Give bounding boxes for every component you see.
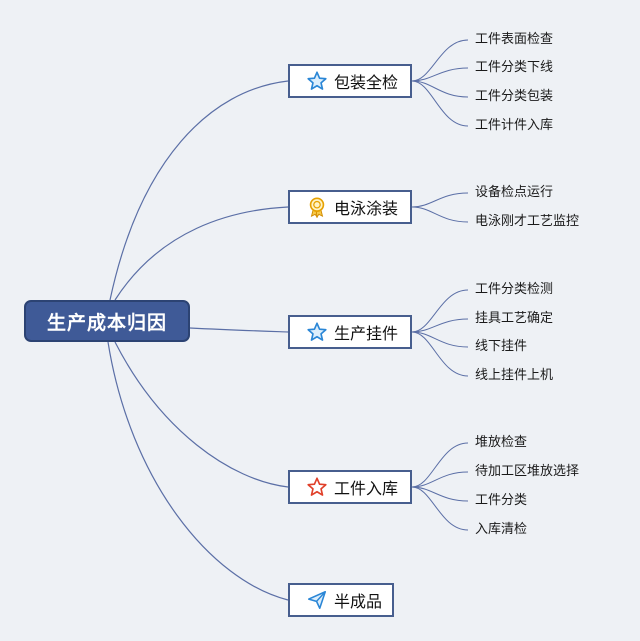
leaf-item[interactable]: 工件分类下线 [475, 60, 554, 75]
branch-node-packaging-inspection[interactable]: 包装全检 [288, 64, 412, 98]
leaf-item[interactable]: 线上挂件上机 [475, 368, 554, 383]
leaf-item[interactable]: 工件分类 [475, 493, 528, 508]
connector-b1-leaf-2 [411, 67, 469, 82]
star-outline-red-icon [306, 476, 328, 498]
connector-b1-leaf-1 [411, 39, 469, 82]
connector-b1-leaf-3 [411, 80, 469, 98]
leaf-item[interactable]: 入库清检 [475, 522, 528, 537]
leaf-item[interactable]: 挂具工艺确定 [475, 311, 554, 326]
leaf-item[interactable]: 电泳刚才工艺监控 [475, 214, 580, 229]
branch-node-electrophoresis-coating[interactable]: 电泳涂装 [288, 190, 412, 224]
branch-node-workpiece-storage[interactable]: 工件入库 [288, 470, 412, 504]
star-icon [306, 321, 328, 343]
leaf-item[interactable]: 线下挂件 [475, 339, 528, 354]
connector-b3-leaf-2 [411, 318, 469, 333]
connector-root-branch-4 [114, 341, 289, 488]
branch-label: 生产挂件 [334, 324, 399, 343]
connector-b4-leaf-2 [411, 471, 469, 488]
root-node[interactable]: 生产成本归因 [24, 300, 190, 342]
award-ribbon-icon [306, 196, 328, 218]
connector-b4-leaf-1 [411, 442, 469, 488]
branch-label: 包装全检 [334, 73, 399, 92]
connector-b2-leaf-1 [411, 192, 469, 208]
leaf-item[interactable]: 堆放检查 [475, 435, 528, 450]
leaf-item[interactable]: 工件计件入库 [475, 118, 554, 133]
star-icon [306, 70, 328, 92]
connector-b1-leaf-4 [411, 80, 469, 127]
connector-b2-leaf-2 [411, 206, 469, 223]
paper-plane-icon [306, 589, 328, 611]
root-node-label: 生产成本归因 [46, 311, 167, 334]
connector-root-branch-5 [107, 341, 289, 601]
leaf-item[interactable]: 设备检点运行 [475, 185, 554, 200]
connector-b3-leaf-3 [411, 331, 469, 348]
branch-node-production-hanging[interactable]: 生产挂件 [288, 315, 412, 349]
branch-label: 工件入库 [334, 479, 399, 498]
leaf-item[interactable]: 工件表面检查 [475, 32, 554, 47]
branch-label: 电泳涂装 [334, 199, 399, 218]
connector-b4-leaf-4 [411, 486, 469, 531]
connector-root-branch-3 [189, 327, 289, 333]
leaf-item[interactable]: 待加工区堆放选择 [475, 464, 580, 479]
connector-b3-leaf-1 [411, 289, 469, 333]
connector-root-branch-1 [109, 80, 289, 301]
branch-node-semi-finished[interactable]: 半成品 [288, 583, 394, 617]
leaf-item[interactable]: 工件分类包装 [475, 89, 554, 104]
connector-b4-leaf-3 [411, 486, 469, 502]
leaf-item[interactable]: 工件分类检测 [475, 282, 554, 297]
connector-b3-leaf-4 [411, 331, 469, 377]
branch-label: 半成品 [334, 592, 383, 611]
connector-root-branch-2 [114, 206, 289, 301]
